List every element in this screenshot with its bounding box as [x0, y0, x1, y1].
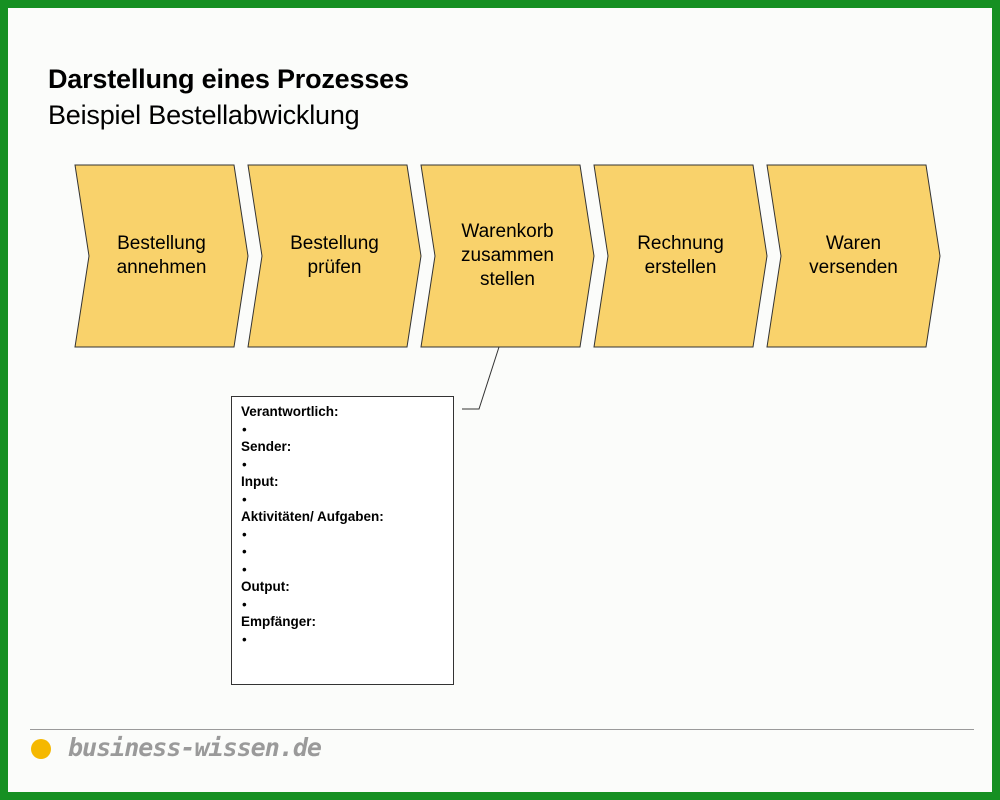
details-heading: Aktivitäten/ Aufgaben:	[241, 509, 384, 524]
details-section: Sender: •	[241, 438, 453, 473]
process-step-chevron	[766, 164, 941, 348]
details-section: Empfänger: •	[241, 613, 453, 648]
details-box: Verantwortlich:•Sender:•Input:•Aktivität…	[231, 396, 454, 685]
details-bullet: •	[242, 526, 247, 542]
details-bullet: •	[242, 491, 247, 507]
details-heading: Sender:	[241, 439, 292, 454]
details-section: Verantwortlich: •	[241, 403, 453, 438]
details-section: Aktivitäten/ Aufgaben: • • •	[241, 508, 453, 578]
logo-dot-icon	[31, 739, 51, 759]
details-bullet: •	[242, 596, 247, 612]
footer-logo: business-wissen.de	[68, 733, 322, 762]
process-step-label: Bestellung prüfen	[290, 233, 379, 278]
details-heading: Input:	[241, 474, 279, 489]
process-step-label: Bestellung annehmen	[116, 233, 207, 278]
details-section: Output: •	[241, 578, 453, 613]
process-step-label: Rechnung erstellen	[637, 233, 724, 278]
process-step-chevron	[593, 164, 768, 348]
details-heading: Output:	[241, 579, 290, 594]
footer-divider	[30, 729, 974, 730]
process-step-chevron	[420, 164, 595, 348]
process-step-chevron	[74, 164, 249, 348]
details-heading: Empfänger:	[241, 614, 317, 629]
callout-connector	[462, 346, 500, 410]
details-bullet: •	[242, 631, 247, 647]
details-bullet: •	[242, 456, 247, 472]
details-section: Input: •	[241, 473, 453, 508]
details-bullet: •	[242, 421, 247, 437]
details-bullet: •	[242, 561, 247, 577]
process-step-label: Warenkorb zusammen stellen	[461, 221, 554, 290]
page-title: Darstellung eines Prozesses	[48, 64, 409, 94]
process-step-label: Waren versenden	[809, 233, 898, 278]
process-step-chevron	[247, 164, 422, 348]
details-heading: Verantwortlich:	[241, 404, 339, 419]
details-bullet: •	[242, 544, 247, 559]
page-subtitle: Beispiel Bestellabwicklung	[48, 100, 360, 130]
